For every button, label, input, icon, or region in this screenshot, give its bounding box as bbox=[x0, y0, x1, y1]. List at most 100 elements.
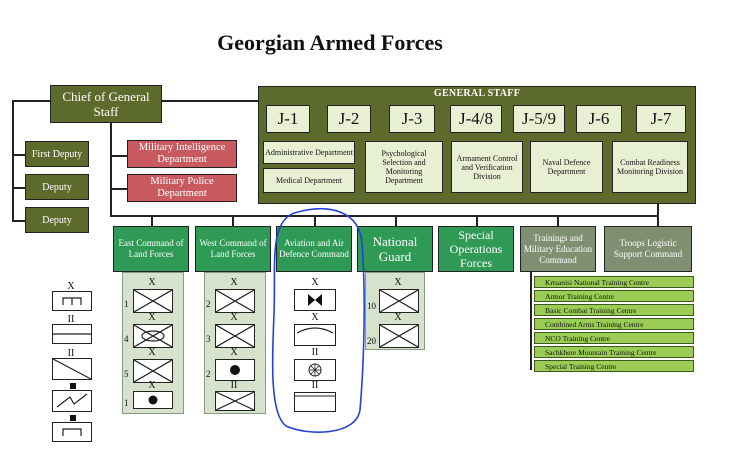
connector-line bbox=[557, 215, 559, 226]
unit-echelon: X bbox=[311, 277, 319, 288]
infantry-battalion-symbol bbox=[215, 391, 255, 411]
reserve-brigade-symbol bbox=[379, 289, 419, 313]
infantry-brigade-symbol bbox=[215, 289, 255, 313]
legend-marker-icon bbox=[70, 415, 76, 421]
connector-line bbox=[110, 123, 112, 216]
chief-label: Chief of General Staff bbox=[62, 89, 150, 119]
training-centre-item: Basic Combat Training Centre bbox=[534, 304, 694, 316]
j-section-box: J-4/8 bbox=[450, 105, 502, 133]
j-section-box: J-5/9 bbox=[513, 105, 565, 133]
signal-battalion-symbol bbox=[52, 358, 92, 380]
legend-echelon: II bbox=[67, 348, 75, 359]
chief-of-general-staff-box: Chief of General Staff bbox=[50, 85, 162, 123]
j-section-label: J-7 bbox=[650, 109, 672, 128]
sub-unit-label: Combat Readiness Monitoring Division bbox=[616, 158, 683, 176]
training-centre-label: NCO Training Centre bbox=[545, 333, 611, 343]
military-intelligence-box: Military Intelligence Department bbox=[127, 140, 237, 168]
training-centre-item: Combined Arms Training Centre bbox=[534, 318, 694, 330]
artillery-brigade-symbol bbox=[133, 391, 173, 409]
administrative-department-box: Administrative Department bbox=[263, 141, 355, 164]
j-section-label: J-6 bbox=[588, 109, 610, 128]
training-centre-label: Special Training Centre bbox=[545, 361, 617, 371]
medical-icon bbox=[62, 428, 82, 436]
mechanized-cross-icon bbox=[133, 324, 173, 348]
infantry-cross-icon bbox=[215, 289, 255, 313]
connector-line bbox=[110, 215, 658, 217]
hand-drawn-highlight bbox=[271, 208, 365, 433]
connector-line bbox=[12, 100, 50, 102]
training-centre-label: Sachkhere Mountain Training Centre bbox=[545, 347, 657, 357]
unit-count: 4 bbox=[124, 334, 129, 344]
sub-unit-label: Naval Defence Department bbox=[542, 158, 591, 176]
infantry-cross-icon bbox=[133, 289, 173, 313]
deputy-label: First Deputy bbox=[31, 148, 83, 160]
logistics-line-icon bbox=[53, 333, 91, 335]
training-centre-label: Combined Arms Training Centre bbox=[545, 319, 644, 329]
connector-line bbox=[395, 215, 397, 226]
sub-unit-label: Armament Control and Verification Divisi… bbox=[456, 153, 518, 181]
training-centre-label: Krtsanisi National Training Centre bbox=[545, 277, 649, 287]
special-operations-box: Special Operations Forces bbox=[438, 226, 514, 272]
training-centre-item: NCO Training Centre bbox=[534, 332, 694, 344]
naval-defence-box: Naval Defence Department bbox=[530, 141, 603, 193]
unit-echelon: X bbox=[148, 277, 156, 288]
general-staff-title: GENERAL STAFF bbox=[433, 88, 521, 99]
j-section-box: J-7 bbox=[636, 105, 686, 133]
infantry-cross-icon bbox=[379, 289, 419, 313]
support-line-icon bbox=[295, 395, 335, 397]
training-centre-item: Special Training Centre bbox=[534, 360, 694, 372]
unit-echelon: X bbox=[230, 312, 238, 323]
sub-unit-label: Administrative Department bbox=[265, 148, 353, 157]
national-guard-box: National Guard bbox=[357, 226, 433, 272]
lightning-icon bbox=[56, 393, 88, 408]
unit-echelon: X bbox=[230, 347, 238, 358]
training-centre-item: Sachkhere Mountain Training Centre bbox=[534, 346, 694, 358]
j-section-label: J-4/8 bbox=[459, 109, 493, 128]
psychological-selection-box: Psychological Selection and Monitoring D… bbox=[365, 141, 443, 193]
signal-lightning-icon bbox=[52, 358, 92, 380]
reserve-brigade-symbol bbox=[379, 324, 419, 348]
unit-count: 2 bbox=[206, 299, 211, 309]
radar-wheel-icon bbox=[308, 363, 322, 377]
engineer-brigade-symbol bbox=[52, 291, 92, 311]
deputy-label: Deputy bbox=[42, 181, 72, 193]
command-label: East Command of Land Forces bbox=[118, 238, 184, 259]
command-label: Aviation and Air Defence Command bbox=[279, 238, 349, 259]
deputy-box: Deputy bbox=[25, 174, 89, 200]
artillery-dot-icon bbox=[148, 395, 158, 405]
unit-count: 1 bbox=[124, 398, 129, 408]
infantry-cross-icon bbox=[215, 324, 255, 348]
unit-echelon: X bbox=[230, 277, 238, 288]
military-police-box: Military Police Department bbox=[127, 174, 237, 202]
aviation-wings-icon bbox=[308, 294, 322, 306]
infantry-cross-icon bbox=[215, 391, 255, 411]
engineer-icon bbox=[62, 297, 82, 305]
first-deputy-box: First Deputy bbox=[25, 141, 89, 167]
connector-line bbox=[12, 100, 14, 222]
logistic-command-box: Troops Logistic Support Command bbox=[604, 226, 692, 272]
page-title: Georgian Armed Forces bbox=[217, 30, 443, 55]
artillery-dot-icon bbox=[230, 365, 240, 375]
artillery-brigade-symbol bbox=[215, 359, 255, 381]
unit-count: 3 bbox=[206, 334, 211, 344]
unit-echelon: X bbox=[148, 380, 156, 391]
connector-line bbox=[110, 155, 127, 157]
connector-line bbox=[530, 272, 532, 370]
armament-control-box: Armament Control and Verification Divisi… bbox=[451, 141, 523, 193]
connector-line bbox=[151, 215, 153, 226]
deputy-box: Deputy bbox=[25, 207, 89, 233]
unit-echelon: X bbox=[311, 312, 319, 323]
unit-count: 1 bbox=[124, 299, 129, 309]
infantry-brigade-symbol bbox=[133, 359, 173, 383]
j-section-label: J-1 bbox=[277, 109, 299, 128]
connector-line bbox=[12, 187, 25, 189]
deputy-label: Deputy bbox=[42, 214, 72, 226]
infantry-brigade-symbol bbox=[215, 324, 255, 348]
j-section-label: J-3 bbox=[401, 109, 423, 128]
unit-count: 5 bbox=[124, 369, 129, 379]
connector-line bbox=[232, 215, 234, 226]
air-defence-brigade-symbol bbox=[294, 324, 336, 346]
command-label: Trainings and Military Education Command bbox=[523, 232, 593, 265]
training-centre-item: Krtsanisi National Training Centre bbox=[534, 276, 694, 288]
sub-unit-label: Medical Department bbox=[276, 176, 342, 185]
